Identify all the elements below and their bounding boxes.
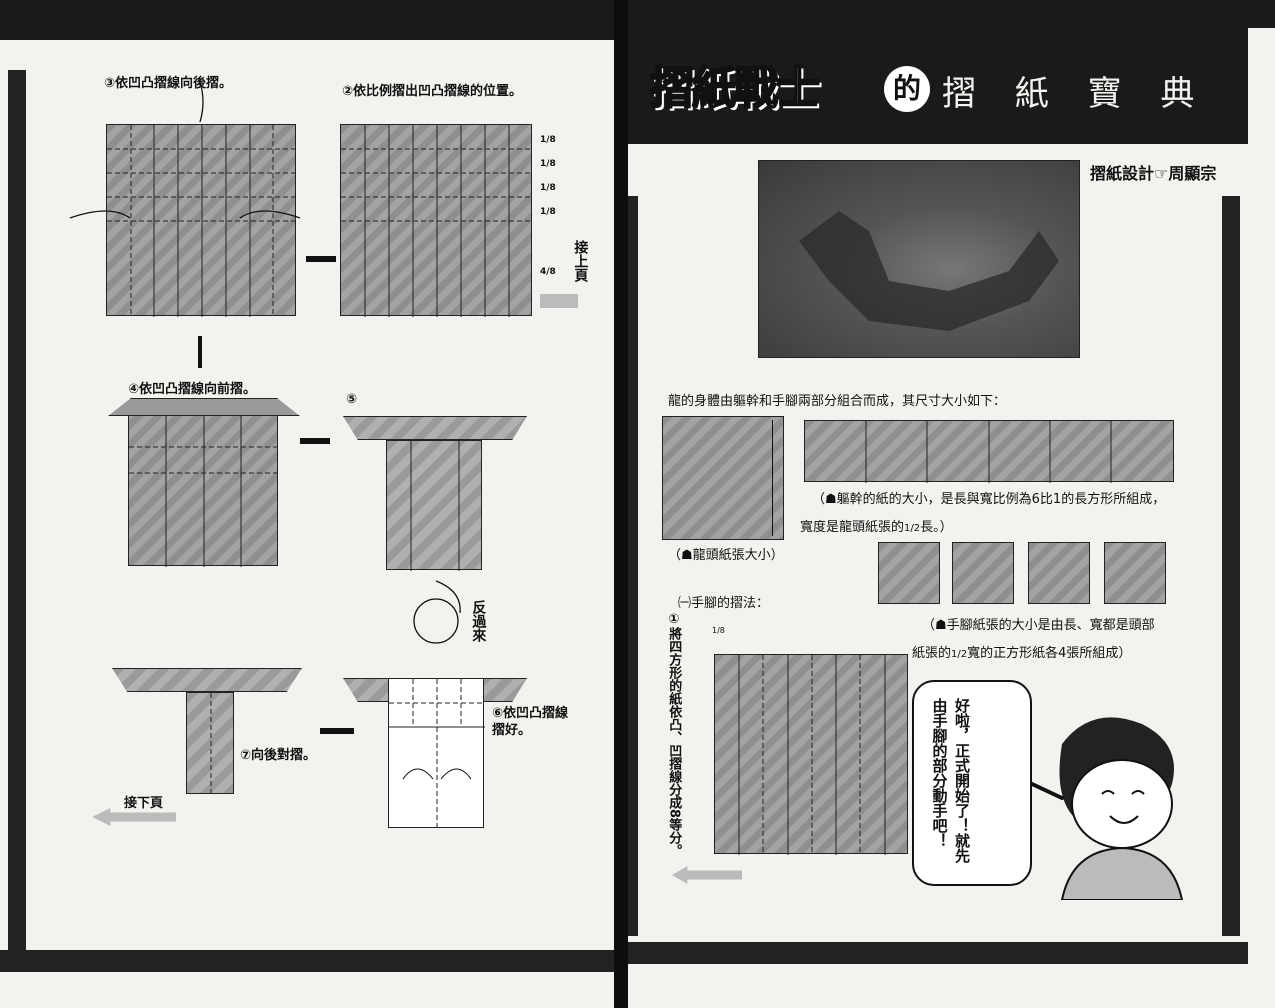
left-page: ③依凹凸摺線向後摺。 ②依比例摺出凹凸摺線的位置。: [0, 0, 622, 1008]
book-gutter: [614, 0, 628, 1008]
dragon-silhouette: [799, 211, 1059, 331]
fraction-4: 1/8: [540, 207, 556, 217]
body-caption-frac: 1/2: [904, 523, 921, 534]
step7-label: ⑦向後對摺。: [240, 748, 317, 763]
step6-label: ⑥依凹凸摺線摺好。: [492, 706, 569, 738]
step5-fold-lines: [410, 441, 460, 571]
step1-diagram: [714, 654, 908, 855]
character-illustration: [1030, 717, 1184, 900]
speech-text: 好啦，正式開始了！就先由手腳的部分動手吧！: [930, 698, 972, 863]
step2-label: ②依比例摺出凹凸摺線的位置。: [342, 84, 523, 99]
fraction-scale: 1/8 1/8 1/8 1/8 4/8: [540, 128, 556, 284]
designer-credit: 摺紙設計☞周顯宗: [1090, 164, 1217, 183]
body-caption-2-text: 寬度是龍頭紙張的: [800, 520, 905, 535]
step7-top-band: [112, 668, 302, 692]
body-caption-1: （☗軀幹的紙的大小，是長與寬比例為6比1的長方形所組成，: [812, 492, 1166, 507]
bottom-bar: [0, 950, 622, 972]
ruler-marks: 1/8: [712, 626, 908, 644]
fraction-2: 1/8: [540, 159, 556, 169]
limb-caption-2: 紙張的1/2寬的正方形紙各4張所組成）: [912, 642, 1131, 661]
step2-diagram: [340, 124, 533, 317]
arrow-step4-to-step5: [300, 438, 330, 444]
head-measure-line: [772, 420, 773, 536]
continue-arrow-right-page: [672, 866, 742, 884]
fraction-3: 1/8: [540, 183, 556, 193]
title-main: 摺 紙 寶 典: [942, 74, 1209, 114]
limb-caption-2a: 紙張的: [912, 646, 952, 661]
section-title: ㈠手腳的摺法：: [678, 596, 770, 611]
step4-label: ④依凹凸摺線向前摺。: [128, 382, 257, 397]
title-logo: 摺紙戰士: [649, 62, 821, 115]
step5-top-band: [343, 416, 527, 440]
limb-square-2: [952, 542, 1014, 604]
head-paper: [662, 416, 784, 540]
head-caption: （☗龍頭紙張大小）: [668, 548, 784, 563]
flip-over-arrow: [413, 580, 461, 644]
title-de: 的: [884, 66, 930, 112]
step1-fold-lines: [738, 655, 886, 855]
right-margin-bar: [1222, 196, 1240, 936]
step6-diagram: [388, 678, 485, 829]
body-strip-dividers: [865, 421, 1112, 483]
arrow-step2-to-step3: [306, 256, 336, 262]
step3-curl-arrows: [69, 81, 301, 219]
ruler-mark: 1/8: [712, 626, 725, 635]
step2-fold-lines: [341, 125, 533, 317]
step5-body: [386, 440, 482, 571]
arrow-step6-to-step7: [320, 728, 354, 734]
continue-from-arrow: [540, 294, 578, 308]
bottom-bar: [622, 942, 1248, 964]
step6-fold-lines: [389, 679, 485, 829]
step3-fold-lines: [107, 125, 297, 317]
step3-diagram: [106, 124, 297, 317]
step7-body: [186, 692, 234, 795]
continue-from-label: 接上頁: [572, 240, 589, 282]
limb-caption-frac: 1/2: [951, 649, 968, 660]
limb-caption-1: （☗手腳紙張的大小是由長、寬都是頭部: [922, 618, 1155, 633]
limb-square-1: [878, 542, 940, 604]
arrow-step3-to-step4: [198, 336, 202, 368]
right-page: 摺紙戰士 的 摺 紙 寶 典 摺紙設計☞周顯宗 龍的身體由軀幹和手腳兩部分組合而…: [622, 0, 1275, 1008]
step1-label: ①將四方形的紙依凸、凹摺線分成8等分。: [666, 612, 682, 858]
step4-top-flap: [108, 398, 300, 416]
left-margin-bar: [8, 70, 26, 950]
dragon-photo: [758, 160, 1080, 358]
step5-label: ⑤: [346, 392, 358, 407]
step4-fold-lines: [129, 401, 279, 567]
body-caption-2: 寬度是龍頭紙張的1/2長。）: [800, 516, 953, 535]
body-strip: [804, 420, 1174, 483]
limb-square-4: [1104, 542, 1166, 604]
fraction-1: 1/8: [540, 135, 556, 145]
top-edge: [622, 0, 1275, 28]
limb-square-3: [1028, 542, 1090, 604]
speech-bubble: 好啦，正式開始了！就先由手腳的部分動手吧！: [912, 680, 1032, 886]
step4-diagram: [128, 400, 279, 567]
step7-fold-line: [210, 693, 212, 795]
continue-next-arrow: [92, 808, 176, 826]
title-banner: [622, 28, 1248, 144]
body-caption-end: 長。）: [920, 520, 953, 535]
step3-label: ③依凹凸摺線向後摺。: [104, 76, 233, 91]
top-edge: [0, 0, 622, 40]
fraction-5: 4/8: [540, 267, 556, 277]
continue-next-label: 接下頁: [124, 796, 164, 811]
intro-text: 龍的身體由軀幹和手腳兩部分組合而成，其尺寸大小如下：: [668, 394, 1007, 409]
flip-over-label: 反過來: [470, 600, 487, 642]
limb-caption-2b: 寬的正方形紙各4張所組成）: [967, 646, 1132, 661]
